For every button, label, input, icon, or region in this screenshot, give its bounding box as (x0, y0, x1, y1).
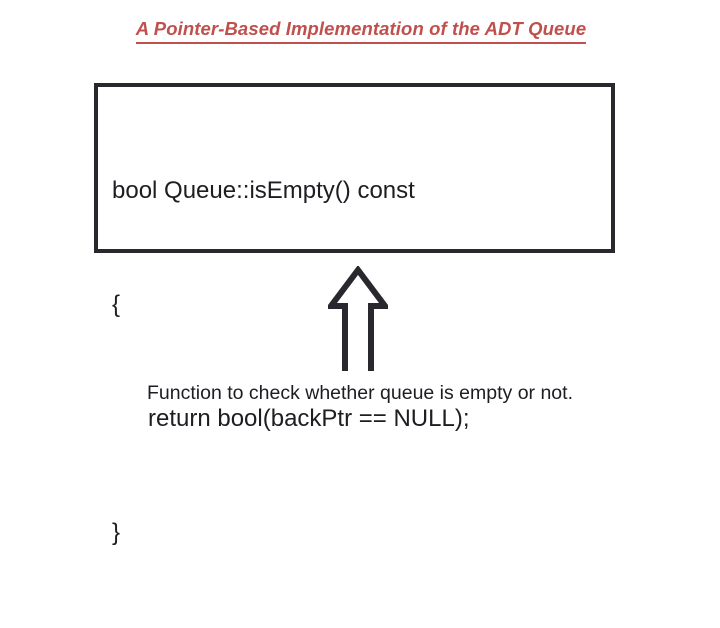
code-block-lines: bool Queue::isEmpty() const { return boo… (112, 96, 605, 628)
code-line: } (112, 519, 121, 546)
arrow-up-outline-icon (325, 265, 391, 374)
slide-canvas: A Pointer-Based Implementation of the AD… (64, 18, 658, 546)
code-line: { (112, 291, 121, 318)
page-title: A Pointer-Based Implementation of the AD… (64, 18, 658, 44)
code-block-box: bool Queue::isEmpty() const { return boo… (94, 83, 615, 546)
page-title-text: A Pointer-Based Implementation of the AD… (135, 18, 587, 44)
caption-text: Function to check whether queue is empty… (147, 382, 573, 404)
code-line: bool Queue::isEmpty() const (112, 177, 415, 204)
code-line: return bool(backPtr == NULL); (148, 405, 470, 432)
